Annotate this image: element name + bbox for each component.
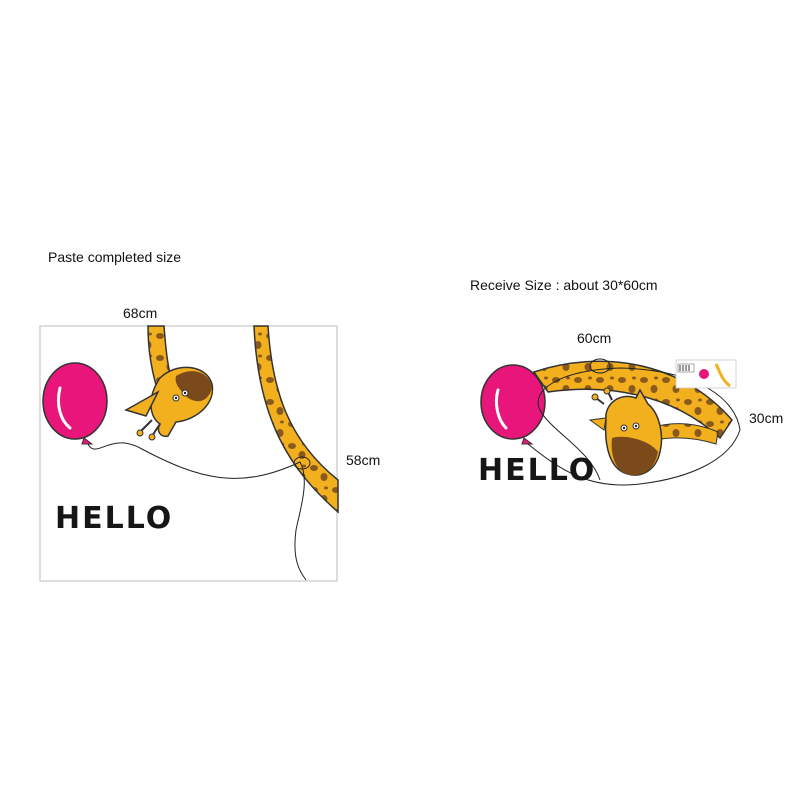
left-hello-text: HELLO [55, 501, 173, 536]
giraffe-neck-icon [253, 325, 339, 514]
right-balloon-icon [480, 364, 546, 445]
receive-size-title: Receive Size : about 30*60cm [470, 277, 658, 293]
left-panel: HELLO [39, 325, 339, 582]
left-width-label: 68cm [123, 305, 158, 321]
right-hello-text: HELLO [478, 453, 596, 488]
left-height-label: 58cm [346, 452, 381, 468]
paste-size-title: Paste completed size [48, 249, 182, 265]
right-giraffe-neck-icon [532, 360, 733, 440]
right-giraffe-head-icon [588, 387, 663, 476]
barcode-icon [677, 363, 695, 373]
right-balloon-string [527, 367, 741, 486]
right-panel: HELLO [478, 358, 741, 488]
giraffe-head-icon [124, 366, 214, 441]
balloon-string [87, 442, 307, 581]
package-thumbnail [675, 359, 737, 389]
balloon-icon [42, 362, 108, 445]
right-height-label: 30cm [749, 410, 784, 426]
right-width-label: 60cm [577, 330, 612, 346]
